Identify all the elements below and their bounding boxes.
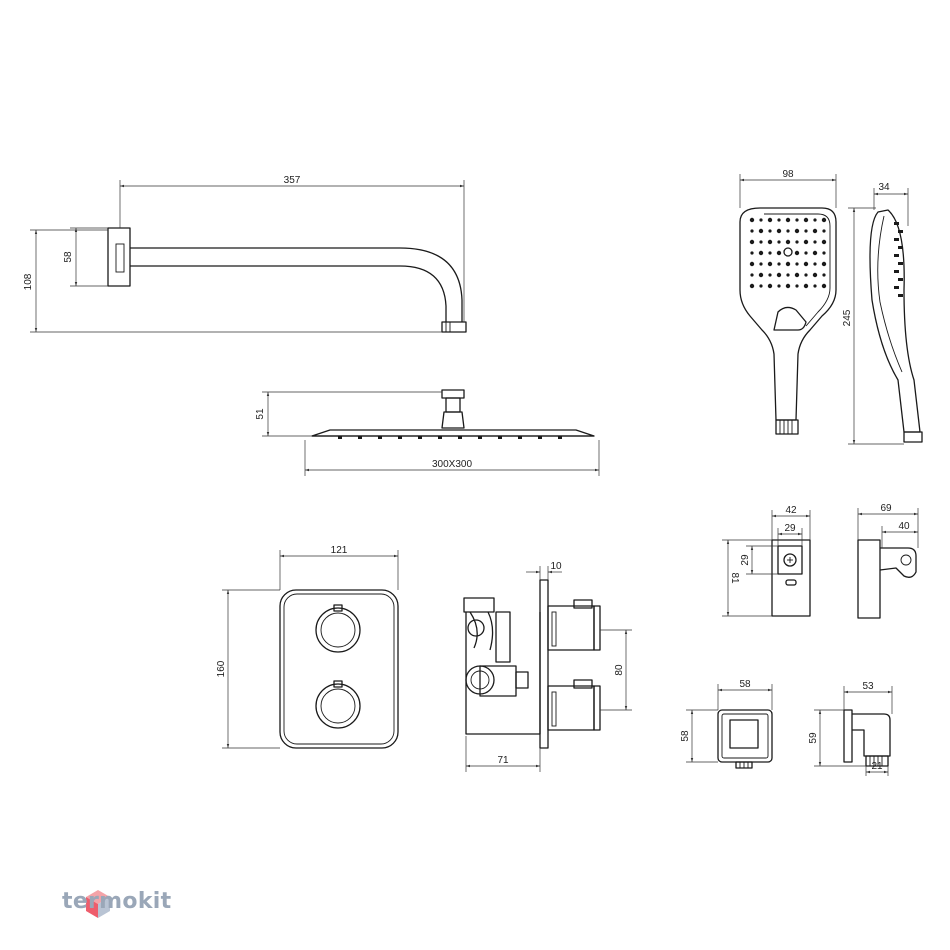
- holder-front-drawing: [771, 539, 811, 617]
- holder-depth-label: 69: [880, 503, 892, 514]
- head-size-dimension: 300X300: [304, 440, 600, 476]
- arm-flange-label: 58: [63, 251, 74, 263]
- hand-length-label: 245: [842, 309, 853, 326]
- arm-height-label: 108: [23, 273, 34, 290]
- hand-length-dimension: 245: [842, 207, 904, 445]
- hand-depth-label: 34: [878, 182, 890, 193]
- holder-height-label: 81: [729, 572, 740, 584]
- head-height-dimension: 51: [255, 391, 442, 437]
- valve-spacing-dimension: 80: [600, 629, 632, 711]
- hand-width-dimension: 98: [739, 169, 837, 208]
- plate-height-label: 160: [216, 660, 227, 677]
- holder-inner-label: 29: [784, 523, 796, 534]
- shower-arm-drawing: [107, 227, 467, 333]
- holder-square-label: 29: [740, 554, 751, 566]
- hand-shower-front-drawing: [739, 207, 837, 435]
- plate-width-dimension: 121: [279, 545, 399, 590]
- arm-flange-dimension: 58: [63, 227, 108, 287]
- valve-spacing-label: 80: [614, 664, 625, 676]
- plate-height-dimension: 160: [216, 589, 280, 749]
- valve-flange-dimension: 10: [526, 561, 562, 580]
- holder-depth-inner-dimension: 40: [881, 521, 918, 548]
- plate-width-label: 121: [331, 545, 348, 556]
- elbow-thread-label: 21: [871, 761, 883, 772]
- hand-shower-side-drawing: [869, 209, 923, 443]
- thermostat-plate-drawing: [279, 589, 399, 749]
- wall-elbow-drawing: [843, 709, 891, 767]
- shower-head-drawing: [311, 389, 595, 439]
- holder-height-dimension: 81: [722, 539, 772, 617]
- arm-length-label: 357: [284, 175, 301, 186]
- holder-width-label: 42: [785, 505, 797, 516]
- wall-outlet-drawing: [717, 709, 773, 769]
- outlet-width-dimension: 58: [717, 679, 773, 710]
- outlet-width-label: 58: [739, 679, 751, 690]
- outlet-height-label: 58: [680, 730, 691, 742]
- arm-length-dimension: 357: [119, 175, 465, 322]
- elbow-height-label: 59: [808, 732, 819, 744]
- valve-depth-label: 71: [497, 755, 509, 766]
- holder-inner-dimension: 29: [777, 523, 803, 546]
- hexagon-cube-icon: [86, 890, 110, 918]
- valve-flange-label: 10: [550, 561, 562, 572]
- holder-square-dimension: 29: [740, 545, 778, 575]
- valve-body-drawing: [463, 579, 601, 749]
- hand-depth-dimension: 34: [873, 182, 909, 226]
- head-size-label: 300X300: [432, 459, 472, 470]
- elbow-depth-dimension: 53: [843, 681, 893, 714]
- outlet-height-dimension: 58: [680, 709, 718, 763]
- holder-depth-inner-label: 40: [898, 521, 910, 532]
- arm-height-dimension: 108: [23, 229, 442, 333]
- holder-depth-dimension: 69: [857, 503, 919, 548]
- elbow-depth-label: 53: [862, 681, 874, 692]
- holder-width-dimension: 42: [771, 505, 811, 540]
- hand-width-label: 98: [782, 169, 794, 180]
- elbow-thread-dimension: 21: [865, 761, 889, 776]
- head-height-label: 51: [255, 408, 266, 420]
- brand-name: termokit: [62, 889, 172, 914]
- valve-depth-dimension: 71: [465, 736, 541, 772]
- elbow-height-dimension: 59: [808, 709, 866, 767]
- holder-side-drawing: [857, 539, 917, 619]
